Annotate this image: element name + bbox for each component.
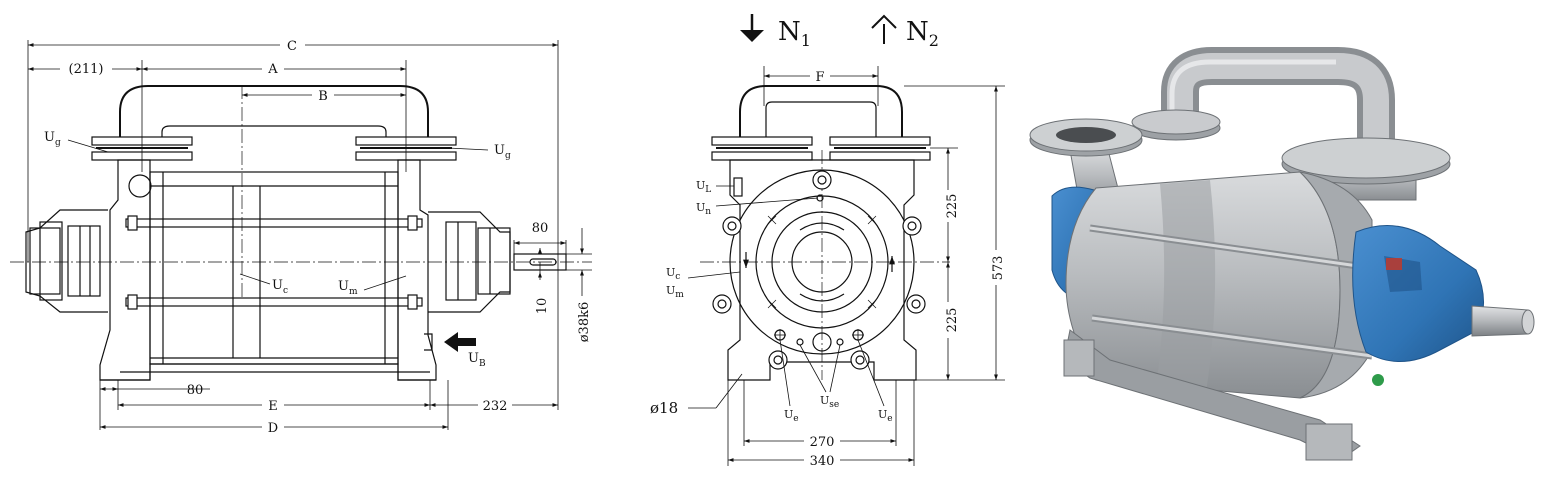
dim-340: 340	[810, 454, 835, 469]
N2-flow-arrow	[871, 14, 897, 44]
dim-hole: ø18	[650, 399, 678, 417]
port-UB: UB	[468, 351, 486, 369]
side-shaft-key	[529, 258, 557, 266]
port-Ue-left: Ue	[784, 408, 799, 424]
port-Use: Use	[820, 394, 839, 410]
side-top-pipe-inner	[161, 125, 387, 140]
side-base	[100, 363, 436, 381]
end-disk-outer	[729, 169, 915, 355]
port-Ue-right: Ue	[878, 408, 893, 424]
end-view: N1 N2	[650, 14, 1006, 469]
dim-C: C	[287, 39, 297, 54]
port-Ug-right: Ug	[494, 143, 511, 161]
dim-D: D	[268, 421, 278, 436]
photo-right-head-blue	[1352, 225, 1484, 362]
dim-B: B	[318, 89, 328, 104]
port-Ug-left: Ug	[44, 130, 61, 148]
dim-A: A	[267, 62, 278, 77]
dim-270: 270	[810, 435, 835, 450]
port-Um-end: Um	[666, 284, 684, 300]
side-port-hole	[128, 174, 152, 198]
end-body	[727, 159, 917, 381]
side-top-pipe-outer	[119, 85, 429, 140]
photo-casing-band	[1156, 180, 1216, 392]
dim-225-top: 225	[945, 194, 960, 219]
dim-E: E	[268, 399, 278, 414]
side-bolts	[127, 215, 418, 310]
port-Uc-side: Uc	[272, 278, 288, 296]
label-N2: N2	[906, 17, 939, 50]
end-top-pipe	[739, 85, 903, 140]
dim-F: F	[815, 70, 824, 85]
port-Um-side: Um	[338, 279, 358, 297]
port-Uc-end: Uc	[666, 266, 680, 282]
label-N1: N1	[778, 17, 811, 50]
dim-573: 573	[991, 256, 1006, 281]
side-tie-rod-top	[125, 218, 423, 228]
end-bolt-marks	[767, 215, 877, 309]
pump-photo	[1029, 47, 1535, 461]
dim-225-bottom: 225	[945, 308, 960, 333]
side-view: C (211) A B Ug Ug Uc Um UB 80	[10, 39, 592, 436]
N1-flow-arrow	[740, 14, 764, 42]
side-left-head	[99, 159, 151, 381]
side-right-head	[397, 159, 437, 381]
UB-arrow	[444, 332, 476, 352]
side-tie-rod-bottom	[125, 297, 423, 307]
port-Un: Un	[696, 201, 711, 217]
dim-80-base: 80	[187, 383, 204, 398]
dim-10: 10	[535, 298, 550, 315]
dim-80-shaft: 80	[532, 221, 549, 236]
port-UL: UL	[696, 179, 711, 195]
side-casing	[149, 171, 399, 365]
dim-211: (211)	[69, 62, 104, 77]
dim-232: 232	[483, 399, 508, 414]
side-left-bearing	[25, 209, 108, 313]
dim-shaft-dia: ø38k6	[577, 302, 592, 343]
